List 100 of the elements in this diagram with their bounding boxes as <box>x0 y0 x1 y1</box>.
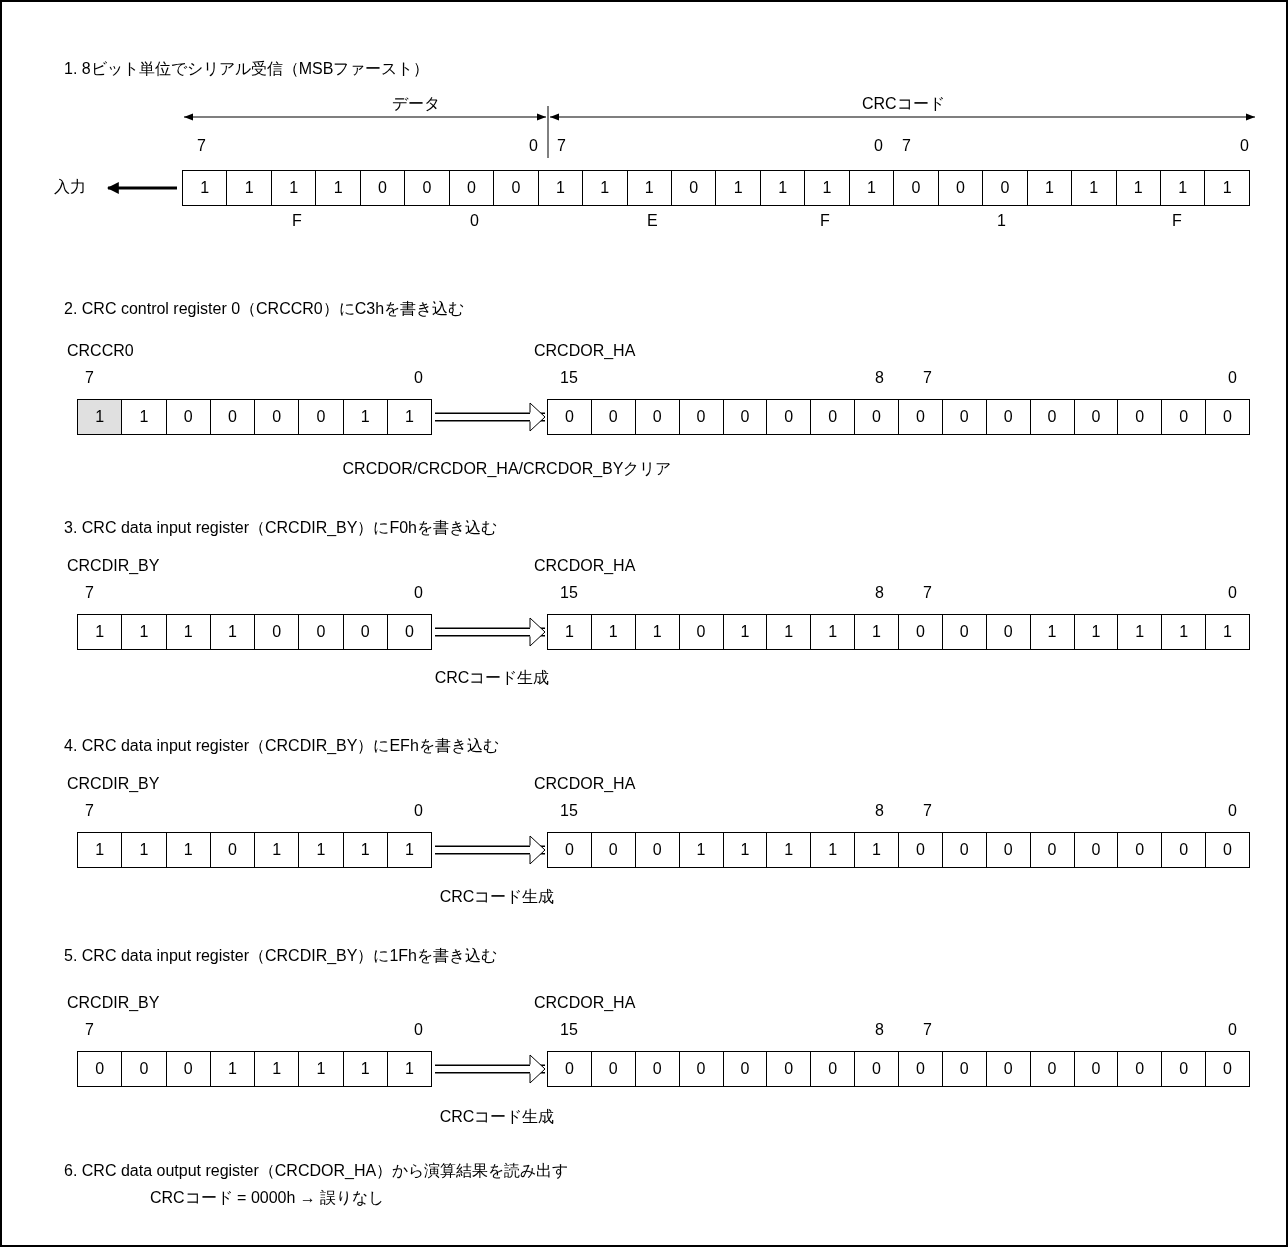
bit-value: 0 <box>941 1052 986 1086</box>
register-row <box>547 1051 1250 1087</box>
bit-value: 1 <box>226 171 271 205</box>
bit-value: 0 <box>634 400 679 434</box>
bit-value: 1 <box>298 1052 343 1086</box>
step-text: 4. CRC data input register（CRCDIR_BY）にEFhを書き込む <box>64 737 499 755</box>
bit-value: 0 <box>898 833 942 867</box>
bit-number: 7 <box>85 802 94 820</box>
bit-number: 7 <box>85 584 94 602</box>
register-name: CRCDOR_HA <box>534 342 636 360</box>
register-row <box>77 832 432 868</box>
edge-label: CRCコード生成 <box>434 669 550 687</box>
step-text: 1. 8ビット単位でシリアル受信（MSBファースト） <box>64 60 430 78</box>
bit-value: 0 <box>898 400 942 434</box>
register-row <box>182 170 1250 206</box>
bit-value: 1 <box>165 615 210 649</box>
bit-number: 0 <box>1240 137 1249 155</box>
bit-value: 0 <box>671 171 716 205</box>
bit-value: 0 <box>1073 400 1118 434</box>
bit-value: 0 <box>1073 1052 1118 1086</box>
bit-number: 7 <box>197 137 206 155</box>
hex-digit: 1 <box>997 212 1006 230</box>
bit-value: 0 <box>1161 1052 1206 1086</box>
hex-digit: F <box>1172 212 1182 230</box>
bit-value: 0 <box>941 833 986 867</box>
bit-number: 7 <box>557 137 566 155</box>
bit-value: 1 <box>564 622 575 642</box>
register-row <box>77 1051 432 1087</box>
bit-value: 0 <box>985 833 1030 867</box>
bit-value: 0 <box>165 400 210 434</box>
bit-number: 7 <box>85 1021 94 1039</box>
bit-value: 0 <box>359 171 405 205</box>
bit-value: 0 <box>1161 400 1206 434</box>
bit-value: 1 <box>634 615 679 649</box>
bit-number: 15 <box>560 1021 578 1039</box>
bit-number: 7 <box>923 584 932 602</box>
bit-value: 0 <box>298 400 343 434</box>
bit-value: 1 <box>165 833 210 867</box>
bit-value: 1 <box>254 833 299 867</box>
bit-value: 0 <box>1205 1052 1249 1086</box>
bit-value: 0 <box>678 400 723 434</box>
bit-value: 1 <box>1026 171 1072 205</box>
bit-value: 0 <box>937 171 983 205</box>
bit-value: 1 <box>209 615 254 649</box>
bit-value: 0 <box>590 833 635 867</box>
bit-value: 0 <box>722 1052 767 1086</box>
bit-value: 1 <box>1205 615 1249 649</box>
bit-value: 1 <box>804 171 849 205</box>
bit-value: 0 <box>1205 400 1249 434</box>
field-label: CRCコード <box>862 95 945 113</box>
edge-label: CRCDOR/CRCDOR_HA/CRCDOR_BYクリア <box>342 460 672 478</box>
bit-value: 0 <box>209 833 254 867</box>
bit-value: 1 <box>342 400 387 434</box>
bit-value: 0 <box>298 615 343 649</box>
bit-value: 1 <box>386 833 431 867</box>
register-row <box>547 399 1250 435</box>
bit-value: 0 <box>1205 833 1249 867</box>
bit-value: 0 <box>1029 1052 1074 1086</box>
bit-value: 1 <box>854 615 898 649</box>
bit-value: 0 <box>985 615 1030 649</box>
register-row <box>547 614 1250 650</box>
bit-number: 8 <box>875 802 884 820</box>
bit-value: 0 <box>254 400 299 434</box>
bit-value: 1 <box>121 833 166 867</box>
bit-value: 1 <box>121 615 166 649</box>
bit-value: 1 <box>1073 615 1118 649</box>
bit-value: 0 <box>1117 1052 1162 1086</box>
hex-digit: F <box>820 212 830 230</box>
bit-value: 1 <box>315 171 360 205</box>
bit-value: 1 <box>1071 171 1116 205</box>
bit-value: 1 <box>722 833 767 867</box>
bit-value: 0 <box>590 1052 635 1086</box>
bit-value: 0 <box>854 400 898 434</box>
bit-number: 0 <box>529 137 538 155</box>
bit-number: 0 <box>1228 584 1237 602</box>
bit-value: 1 <box>386 400 431 434</box>
bit-value: 1 <box>766 833 811 867</box>
bit-value: 0 <box>985 400 1030 434</box>
hex-digit: 0 <box>470 212 479 230</box>
bit-value: 0 <box>1117 833 1162 867</box>
field-label: データ <box>392 95 440 113</box>
bit-value: 1 <box>94 622 106 642</box>
bit-number: 0 <box>1228 369 1237 387</box>
bit-value: 1 <box>810 833 855 867</box>
bit-value: 1 <box>766 615 811 649</box>
bit-value: 0 <box>1073 833 1118 867</box>
bit-value: 0 <box>1117 400 1162 434</box>
bit-value: 0 <box>386 615 431 649</box>
register-row <box>77 399 432 435</box>
hex-digit: F <box>292 212 302 230</box>
step-text: 6. CRC data output register（CRCDOR_HA）から演算結果を読み出す <box>64 1162 569 1180</box>
bit-number: 15 <box>560 802 578 820</box>
bit-value: 1 <box>298 833 343 867</box>
bit-value: 0 <box>342 615 387 649</box>
bit-value: 0 <box>893 171 938 205</box>
bit-value: 1 <box>1115 171 1160 205</box>
bit-value: 0 <box>898 615 942 649</box>
bit-value: 1 <box>78 400 122 434</box>
bit-value: 0 <box>941 615 986 649</box>
step-text: 3. CRC data input register（CRCDIR_BY）にF0hを書き込む <box>64 519 497 537</box>
